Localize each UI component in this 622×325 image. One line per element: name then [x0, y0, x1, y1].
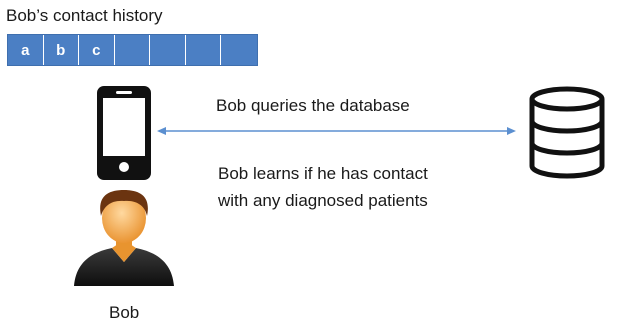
history-cell [185, 35, 221, 65]
contact-history-row: a b c [7, 34, 258, 66]
history-cell: c [79, 35, 115, 65]
result-label: Bob learns if he has contact with any di… [218, 160, 428, 214]
database-icon [529, 86, 605, 179]
history-cell [114, 35, 150, 65]
history-cell [221, 35, 257, 65]
person-icon [74, 190, 174, 286]
query-label: Bob queries the database [216, 96, 410, 115]
history-cell: a [8, 35, 44, 65]
result-label-line: with any diagnosed patients [218, 191, 428, 210]
result-label-line: Bob learns if he has contact [218, 164, 428, 183]
history-cell [150, 35, 186, 65]
person-label: Bob [109, 303, 140, 322]
query-arrow [157, 127, 516, 135]
history-cell: b [43, 35, 79, 65]
contact-history-title: Bob’s contact history [6, 6, 163, 25]
smartphone-icon [97, 86, 151, 180]
